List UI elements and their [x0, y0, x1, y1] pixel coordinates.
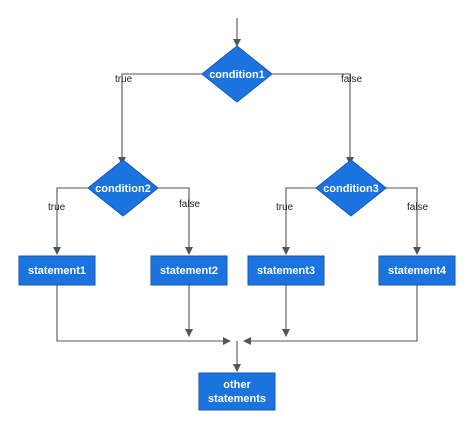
node-statement2: statement2 — [150, 255, 228, 286]
diamond-shape — [201, 45, 273, 103]
node-label-condition3: condition3 — [323, 183, 379, 195]
edges — [53, 18, 421, 372]
node-other-statements: other statements — [198, 372, 276, 411]
node-condition2: condition2 — [87, 159, 159, 217]
node-condition1: condition1 — [201, 45, 273, 103]
edge-label-c3-false: false — [407, 202, 429, 213]
edge-c2-false — [158, 187, 193, 255]
nodes: condition1 condition2 condition3 stateme… — [18, 45, 456, 411]
diamond-shape — [315, 159, 387, 217]
rect-shape — [198, 372, 276, 411]
edge-label-c3-true: true — [276, 202, 294, 213]
edge-s1-merge — [56, 285, 231, 345]
edge-label-c2-true: true — [48, 202, 66, 213]
rect-shape — [150, 255, 228, 286]
edge-c1-false — [272, 73, 354, 165]
edge-label-c1-true: true — [115, 74, 133, 85]
node-label-statement4: statement4 — [388, 265, 447, 277]
node-label-other-line1: other — [223, 379, 251, 391]
node-label-other-line2: statements — [208, 393, 266, 405]
edge-c3-false — [386, 187, 421, 255]
node-label-statement1: statement1 — [28, 265, 86, 277]
node-label-statement3: statement3 — [257, 265, 315, 277]
edge-c2-true — [53, 187, 88, 255]
edge-label-c2-false: false — [179, 199, 201, 210]
diamond-shape — [87, 159, 159, 217]
edge-label-c1-false: false — [341, 74, 363, 85]
edge-s4-merge — [243, 285, 418, 345]
node-statement3: statement3 — [247, 255, 325, 286]
rect-shape — [18, 255, 96, 286]
node-statement4: statement4 — [378, 255, 456, 286]
rect-shape — [247, 255, 325, 286]
edge-c3-true — [282, 187, 316, 255]
edge-c1-true — [118, 73, 202, 165]
node-statement1: statement1 — [18, 255, 96, 286]
node-condition3: condition3 — [315, 159, 387, 217]
rect-shape — [378, 255, 456, 286]
node-label-condition2: condition2 — [95, 183, 151, 195]
node-label-statement2: statement2 — [160, 265, 218, 277]
edge-labels: true false true false true false — [48, 74, 429, 213]
node-label-condition1: condition1 — [209, 69, 265, 81]
